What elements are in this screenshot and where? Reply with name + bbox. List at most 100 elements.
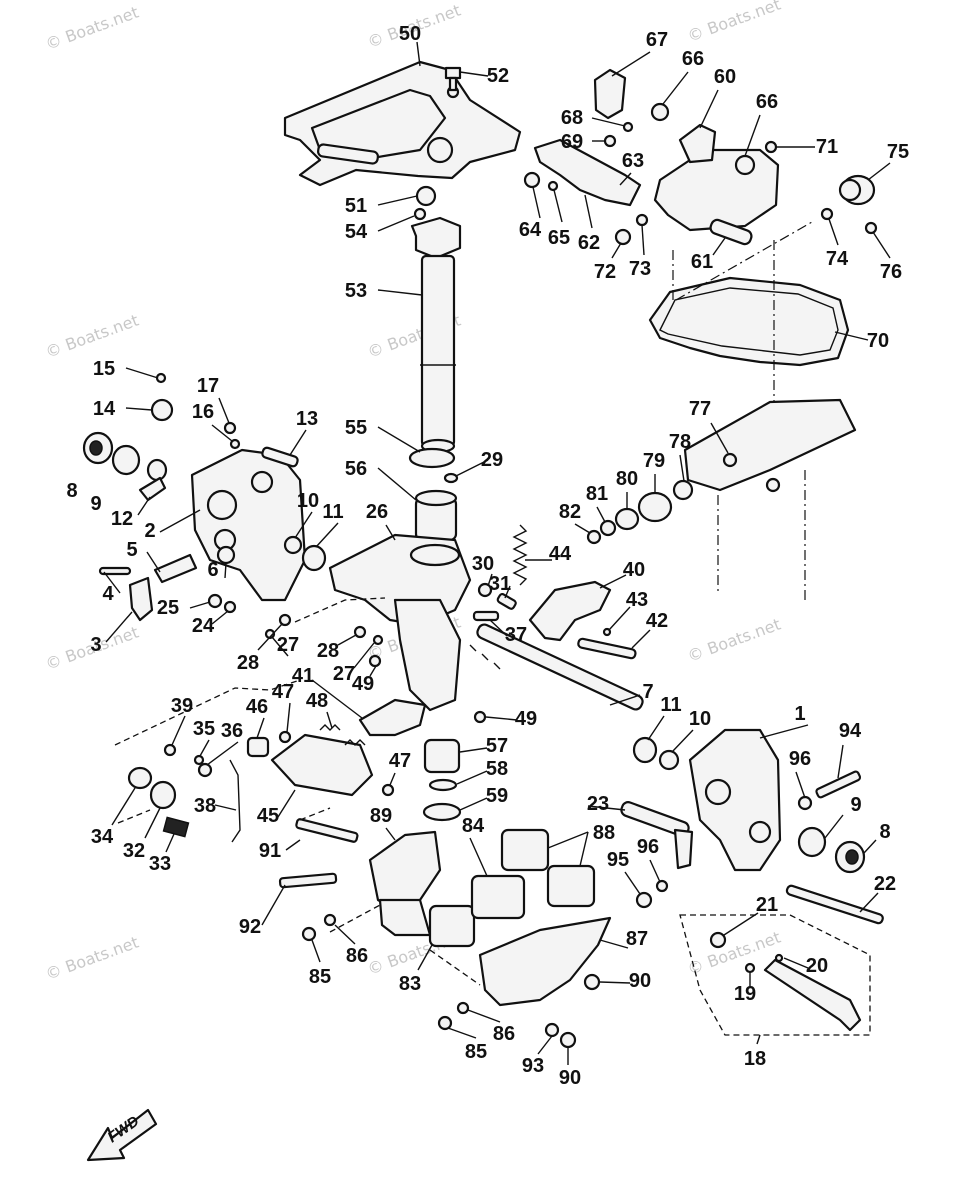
callout-21: 21 xyxy=(756,894,778,916)
callout-22: 22 xyxy=(874,873,896,895)
callout-78: 78 xyxy=(669,431,691,453)
callout-96b: 96 xyxy=(637,836,659,858)
bolt-91 xyxy=(295,818,359,843)
callout-54: 54 xyxy=(345,221,368,243)
callout-39: 39 xyxy=(171,695,193,717)
callout-36: 36 xyxy=(221,720,243,742)
callout-34: 34 xyxy=(91,826,114,848)
nut-36 xyxy=(197,762,213,778)
callout-91: 91 xyxy=(259,840,281,862)
callout-61: 61 xyxy=(691,251,713,273)
washer-27b xyxy=(372,634,384,646)
callout-29: 29 xyxy=(481,449,503,471)
washer-10-right xyxy=(658,749,680,771)
callout-28a: 28 xyxy=(237,652,259,674)
callout-3: 3 xyxy=(90,634,101,656)
bolt-49b xyxy=(473,710,487,724)
callout-59: 59 xyxy=(486,785,508,807)
callout-40: 40 xyxy=(623,559,645,581)
bolt-52 xyxy=(444,66,462,92)
callout-48: 48 xyxy=(306,690,328,712)
callout-23: 23 xyxy=(587,793,609,815)
mount-84 xyxy=(470,874,526,920)
ring-29 xyxy=(443,472,459,484)
callout-88: 88 xyxy=(593,822,615,844)
callout-76: 76 xyxy=(880,261,902,283)
tube-7 xyxy=(469,623,644,711)
nut-90a xyxy=(583,973,601,991)
clip-43 xyxy=(602,627,612,637)
callout-70: 70 xyxy=(867,330,889,352)
washer-65 xyxy=(547,180,559,192)
watermark: © Boats.net xyxy=(43,311,141,362)
callout-93: 93 xyxy=(522,1055,544,1077)
guide-line xyxy=(294,597,386,623)
plate-12 xyxy=(138,476,167,502)
washer-9-left xyxy=(111,444,141,476)
watermark: © Boats.net xyxy=(685,615,783,666)
callout-77: 77 xyxy=(689,398,711,420)
nut-14 xyxy=(150,398,174,422)
bolt-69 xyxy=(603,134,617,148)
bolt-64 xyxy=(523,171,541,189)
callout-1: 1 xyxy=(794,703,805,725)
callout-10a: 10 xyxy=(297,490,319,512)
callout-18: 18 xyxy=(744,1048,766,1070)
washer-54 xyxy=(413,207,427,221)
lever-3 xyxy=(128,576,154,622)
callout-85a: 85 xyxy=(309,966,331,988)
callout-69: 69 xyxy=(561,131,583,153)
bushing-51 xyxy=(415,185,437,207)
bracket-67 xyxy=(593,68,627,120)
callout-90b: 90 xyxy=(559,1067,581,1089)
washer-74 xyxy=(820,207,834,221)
sleeve-61 xyxy=(709,218,753,246)
mount-88b xyxy=(546,864,596,908)
callout-92: 92 xyxy=(239,916,261,938)
bolt-28a xyxy=(278,613,292,627)
callout-8a: 8 xyxy=(66,480,77,502)
bushing-6 xyxy=(216,545,236,565)
callout-15: 15 xyxy=(93,358,115,380)
callout-35: 35 xyxy=(193,718,215,740)
callout-60: 60 xyxy=(714,66,736,88)
washer-86a xyxy=(323,913,337,927)
washer-39 xyxy=(163,743,177,757)
nut-8-right xyxy=(834,840,866,874)
nut-11-right xyxy=(632,736,658,764)
washer-25 xyxy=(207,593,223,609)
bolt-85a xyxy=(301,926,317,942)
bolt-92 xyxy=(278,872,338,889)
callout-4: 4 xyxy=(102,583,114,605)
mount-83 xyxy=(428,904,476,948)
guide-line xyxy=(429,949,481,986)
callout-80: 80 xyxy=(616,468,638,490)
spring-48 xyxy=(319,724,366,746)
bolt-47a xyxy=(278,730,292,744)
callout-12: 12 xyxy=(111,508,133,530)
rod-18 xyxy=(763,958,862,1032)
callout-10b: 10 xyxy=(689,708,711,730)
watermark: © Boats.net xyxy=(685,0,783,46)
bracket-89 xyxy=(368,830,442,937)
callout-43: 43 xyxy=(626,589,648,611)
damper-79 xyxy=(637,491,673,523)
callout-27a: 27 xyxy=(277,634,299,656)
callout-9a: 9 xyxy=(90,493,101,515)
callout-33: 33 xyxy=(149,853,171,875)
callout-26: 26 xyxy=(366,501,388,523)
callout-6: 6 xyxy=(207,559,218,581)
callout-95: 95 xyxy=(607,849,629,871)
watermark: © Boats.net xyxy=(43,3,141,54)
callout-68: 68 xyxy=(561,107,583,129)
callout-94: 94 xyxy=(839,720,862,742)
spring-44 xyxy=(512,524,528,586)
bushing-34 xyxy=(127,766,153,790)
callout-71: 71 xyxy=(816,136,838,158)
damper-75 xyxy=(838,174,876,206)
callout-47a: 47 xyxy=(272,681,294,703)
callout-24: 24 xyxy=(192,615,215,637)
callout-56: 56 xyxy=(345,458,367,480)
